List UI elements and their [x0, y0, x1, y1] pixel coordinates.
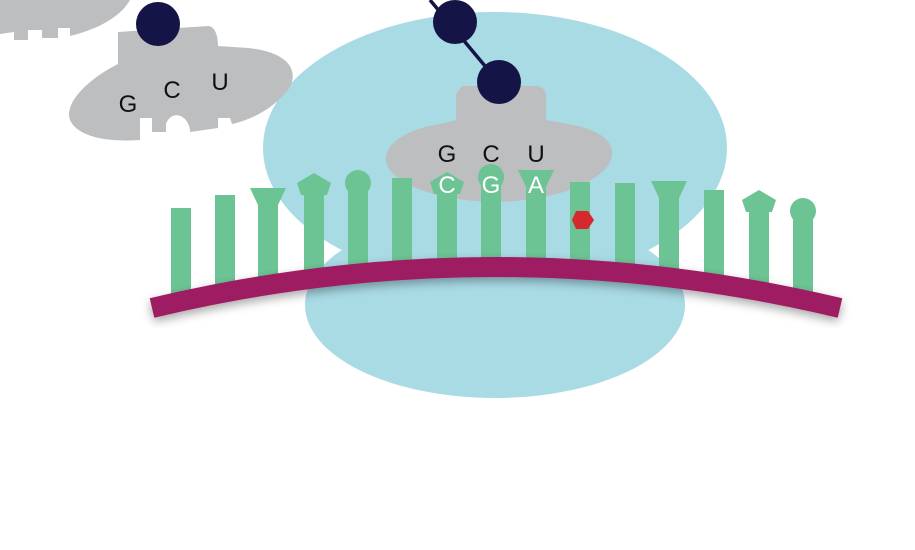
- mrna-base-8: [478, 164, 504, 272]
- trna-center-anticodon-1: G: [438, 141, 457, 168]
- trna-left-anticodon-2: C: [163, 77, 180, 104]
- amino-acid-left: [136, 2, 180, 46]
- mrna-bases: [171, 164, 816, 306]
- trna-center-anticodon-3: U: [527, 141, 544, 168]
- mrna-codon-3: A: [528, 172, 544, 199]
- mrna-base-11: [615, 183, 635, 277]
- mrna-base-9: [518, 170, 554, 272]
- mrna-base-15: [790, 198, 816, 304]
- trna-left-anticodon-3: U: [211, 69, 228, 96]
- mrna-base-6: [392, 178, 412, 275]
- mrna-base-3: [250, 188, 286, 290]
- amino-acid-center-2: [477, 60, 521, 104]
- mrna-base-1: [171, 208, 191, 306]
- mrna-base-13: [704, 190, 724, 288]
- mrna-base-4: [297, 173, 331, 283]
- mrna-base-7: [430, 172, 464, 272]
- trna-left-anticodon-1: G: [119, 91, 138, 118]
- trna-left: G C U: [69, 2, 293, 141]
- trna-center: [385, 0, 613, 202]
- trna-left-body: [69, 26, 293, 141]
- start-marker-hexagon: [572, 211, 594, 229]
- mrna-base-5: [345, 170, 371, 278]
- amino-acid-center-1: [433, 0, 477, 44]
- mrna-codon-1: C: [438, 172, 455, 199]
- trna-center-body: [385, 86, 613, 202]
- mrna-codon-2: G: [482, 172, 501, 199]
- trna-center-anticodon-2: C: [482, 141, 499, 168]
- mrna-base-14: [742, 190, 776, 295]
- mrna-base-12: [651, 181, 687, 282]
- mrna-backbone: [149, 257, 843, 318]
- mrna-base-2: [215, 195, 235, 297]
- trna-corner-fragment: [0, 0, 130, 40]
